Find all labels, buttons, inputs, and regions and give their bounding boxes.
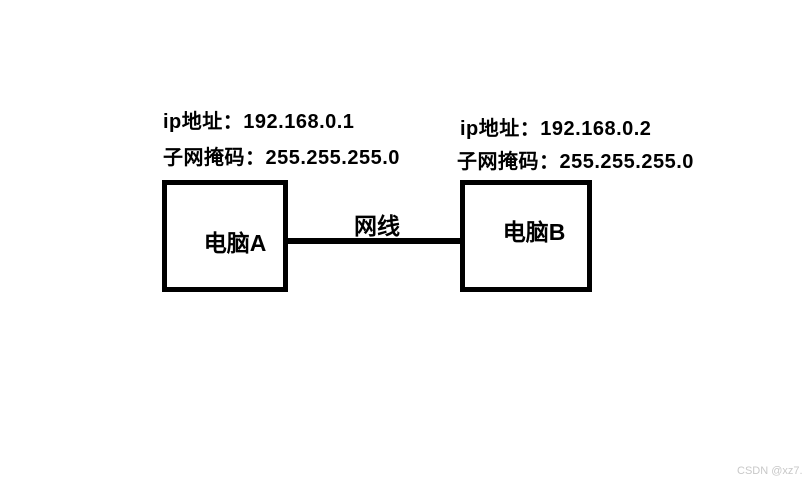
- computer-a-node: 电脑A: [162, 180, 288, 292]
- network-cable-label: 网线: [354, 213, 400, 239]
- computer-b-label: 电脑B: [502, 219, 566, 245]
- computer-b-node: 电脑B: [460, 180, 592, 292]
- computer-a-subnet-mask: 子网掩码：255.255.255.0: [163, 147, 400, 169]
- computer-a-label: 电脑A: [203, 230, 267, 256]
- network-cable-line: [287, 238, 461, 244]
- computer-b-subnet-mask: 子网掩码：255.255.255.0: [457, 151, 694, 173]
- computer-a-ip-address: ip地址：192.168.0.1: [163, 111, 355, 133]
- csdn-watermark: CSDN @xz7.: [737, 465, 803, 477]
- computer-b-ip-address: ip地址：192.168.0.2: [460, 118, 652, 140]
